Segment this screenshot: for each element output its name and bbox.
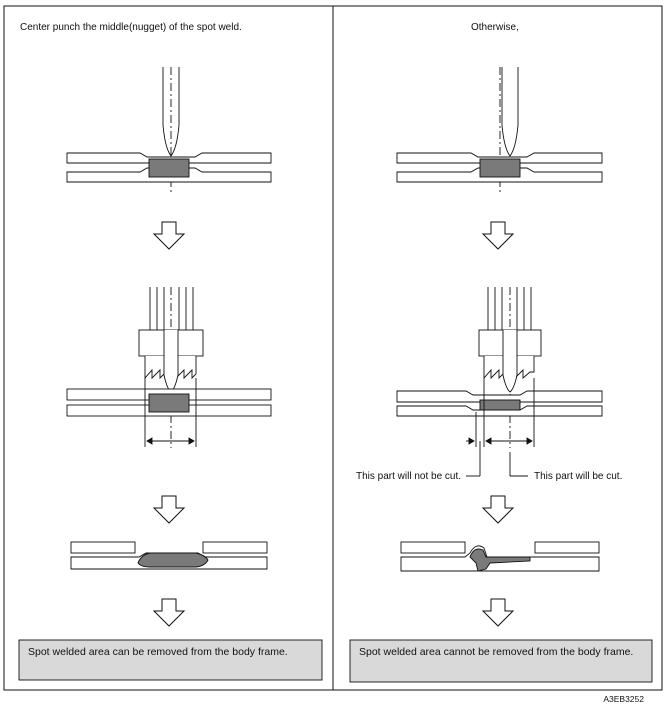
left-step3-plates <box>70 541 268 570</box>
left-caption: Center punch the middle(nugget) of the s… <box>20 22 242 33</box>
left-arrow-2 <box>153 495 185 524</box>
left-step1-plates <box>66 152 272 183</box>
left-step2-dimension <box>144 378 197 447</box>
figure-code: A3EB3252 <box>603 694 644 704</box>
left-arrow-3 <box>153 598 185 627</box>
right-result-text: Spot welded area cannot be removed from … <box>359 646 634 658</box>
right-step3-plates <box>400 541 600 572</box>
right-panel-frame <box>332 5 663 691</box>
right-arrow-1 <box>482 221 514 250</box>
label-cut: This part will be cut. <box>534 471 623 482</box>
right-step2-plates <box>396 390 603 417</box>
left-step2-plates <box>66 388 272 417</box>
right-arrow-3 <box>482 598 514 627</box>
label-not-cut: This part will not be cut. <box>356 471 462 482</box>
right-caption: Otherwise, <box>471 22 519 33</box>
right-step1-plates <box>396 152 603 183</box>
right-step1-punch <box>499 67 519 193</box>
right-result-box <box>349 639 653 683</box>
right-step2-dimension <box>466 378 535 477</box>
left-arrow-1 <box>153 221 185 250</box>
right-step2-drill <box>478 287 542 448</box>
right-arrow-2 <box>482 495 514 524</box>
left-step2-drill <box>138 287 204 448</box>
left-result-box <box>18 639 323 681</box>
left-step1-punch <box>162 67 180 193</box>
left-result-text: Spot welded area can be removed from the… <box>28 646 288 658</box>
